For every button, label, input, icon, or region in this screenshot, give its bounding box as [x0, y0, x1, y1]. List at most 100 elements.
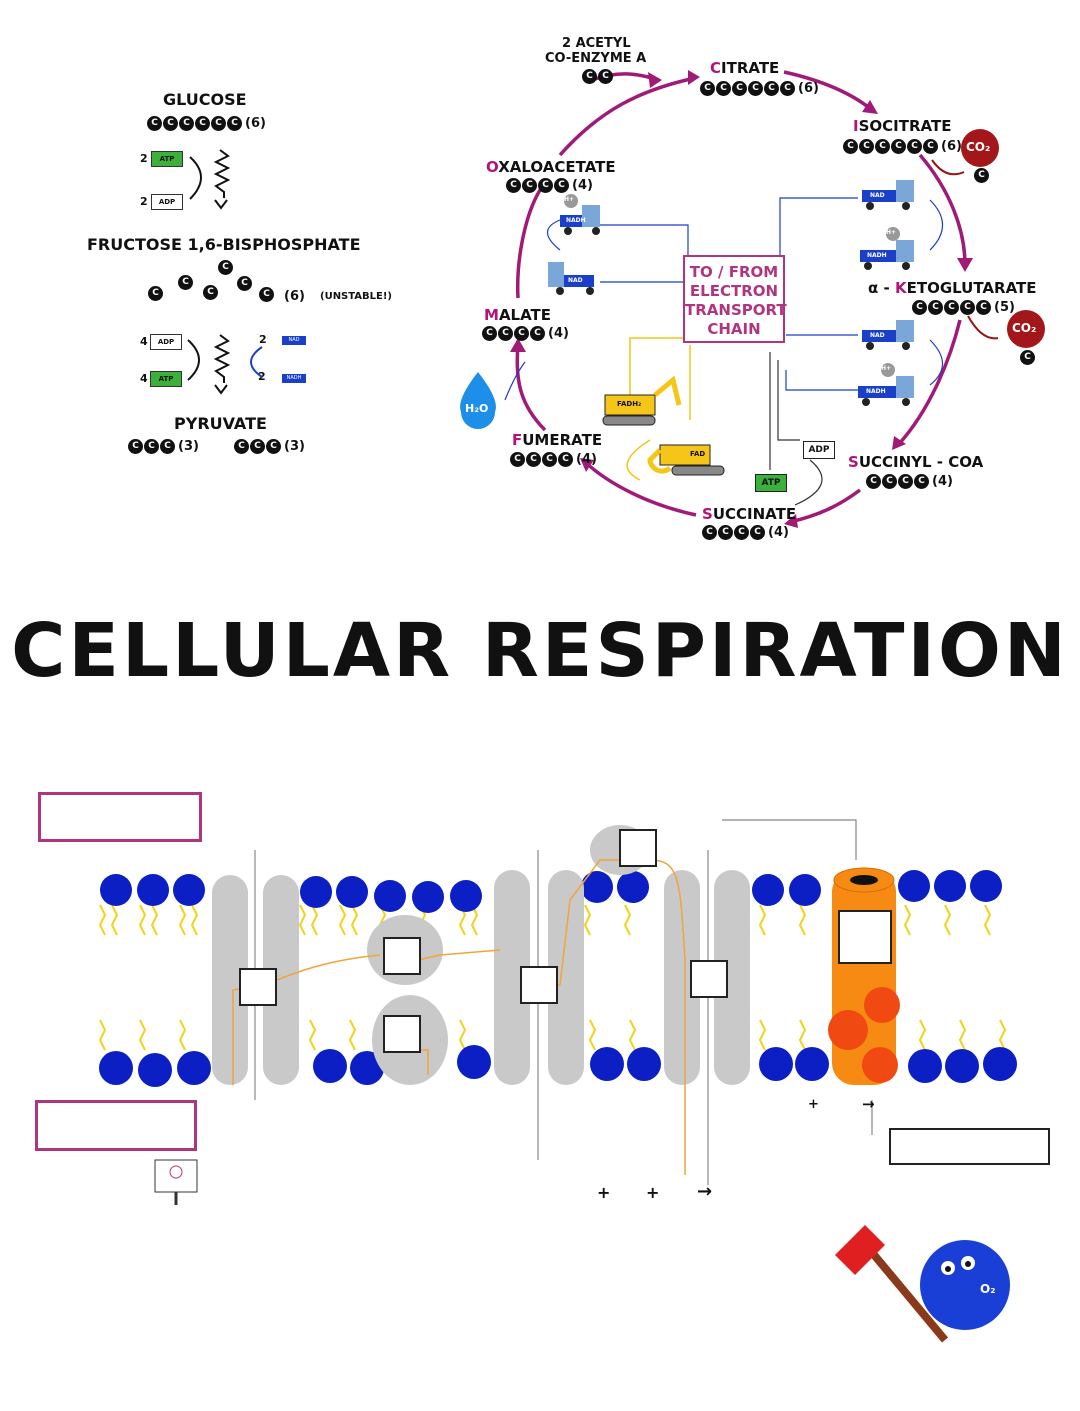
plunger-handle — [866, 1247, 949, 1343]
nadh-truck-icon: NADH — [282, 374, 306, 383]
pyruvate-count-b: (3) — [284, 439, 305, 454]
arrow-head — [214, 384, 228, 395]
answer-box-complex-two-bottom[interactable] — [383, 1015, 421, 1053]
plus-sign: + — [646, 1183, 660, 1202]
o2-label: O₂ — [980, 1282, 996, 1296]
page-title: CELLULAR RESPIRATION — [11, 608, 1069, 694]
oxygen-mascot — [920, 1240, 1010, 1330]
nadh-label: NADH — [566, 217, 586, 224]
nad-truck-icon — [862, 190, 896, 202]
arrow-head — [580, 458, 594, 472]
carbon-atom: C — [160, 439, 175, 454]
acetyl-label-line2: CO-ENZYME A — [545, 51, 647, 66]
carbon-atom: C — [178, 275, 193, 290]
glucose-count: (6) — [245, 116, 266, 131]
atp-out-count: 4 — [140, 372, 148, 385]
answer-box-atp-equation[interactable] — [889, 1128, 1050, 1165]
acetyl-label-line1: 2 ACETYL — [562, 36, 631, 51]
ketoglutarate-succinyl-arrow — [896, 319, 962, 447]
carbon-atom: C — [203, 285, 218, 300]
complex-one — [263, 875, 299, 1085]
reaction-arrow: → — [862, 1095, 875, 1113]
nad-route — [785, 370, 858, 391]
adp-route — [777, 360, 800, 441]
answer-box-atp-synthase[interactable] — [838, 910, 892, 964]
answer-box-complex-three[interactable] — [520, 966, 558, 1004]
adp-battery-icon: ADP — [150, 334, 182, 350]
nadh-label: NADH — [867, 252, 887, 259]
carbon-atom: C — [266, 439, 281, 454]
plus-sign: + — [808, 1097, 819, 1112]
fumerate-label: FUMERATE — [512, 431, 603, 449]
pyruvate-count-a: (3) — [178, 439, 199, 454]
bend-arrow — [187, 339, 200, 381]
malate-label: MALATE — [484, 306, 552, 324]
isocitrate-label: ISOCITRATE — [853, 117, 952, 135]
adp-in-count: 4 — [140, 335, 148, 348]
bend-arrow — [189, 156, 202, 200]
oxaloacetate-label: OXALOACETATE — [486, 158, 616, 176]
isocitrate-ketoglutarate-arrow — [918, 153, 967, 266]
answer-box-complex-four[interactable] — [690, 960, 728, 998]
carbon-atom: C — [179, 116, 194, 131]
atp-battery-icon: ATP — [755, 474, 787, 492]
answer-box-intermembrane[interactable] — [38, 792, 202, 842]
arrow-head — [862, 100, 878, 114]
bend-arrow — [929, 339, 944, 386]
atp-synthase-channel — [850, 875, 878, 885]
answer-box-complex-two-top[interactable] — [383, 937, 421, 975]
answer-box-matrix[interactable] — [35, 1100, 197, 1151]
fadh2-route — [629, 337, 684, 395]
co2-label: CO₂ — [1012, 321, 1037, 335]
succinyl-succinate-arrow — [789, 488, 862, 524]
atp-in-count: 2 — [140, 152, 148, 165]
fumerate-malate-arrow — [515, 344, 547, 432]
nad-in-count: 2 — [259, 333, 267, 346]
protein-complexes — [212, 825, 750, 1085]
nad-label: NAD — [568, 277, 583, 284]
water-drop-icon — [460, 372, 496, 429]
nad-route — [779, 197, 858, 270]
nadh-route — [600, 224, 689, 255]
carbon-atom: C — [211, 116, 226, 131]
released-carbon: C — [974, 168, 989, 183]
nadh-label: NADH — [866, 388, 886, 395]
nadh-truck-icon — [860, 250, 896, 262]
complex-four — [714, 870, 750, 1085]
carbon-atom: C — [250, 439, 265, 454]
atp-battery-icon: ATP — [150, 371, 182, 387]
answer-box-complex-one[interactable] — [239, 968, 277, 1006]
succinate-fumerate-arrow — [583, 460, 697, 517]
malate-oxaloacetate-arrow — [515, 189, 542, 299]
complex-four — [664, 870, 700, 1085]
nad-truck-icon: NAD — [282, 336, 306, 345]
carbon-atom: C — [234, 439, 249, 454]
bend-arrow — [929, 199, 944, 251]
carbon-atom: C — [148, 286, 163, 301]
answer-box-cytochrome[interactable] — [619, 829, 657, 867]
carbon-atom: C — [218, 260, 233, 275]
phospholipid-heads-bottom — [99, 1045, 1017, 1087]
released-carbon: C — [1020, 350, 1035, 365]
citrate-label: CITRATE — [710, 59, 780, 77]
arrow-head — [688, 70, 700, 85]
carbon-atom: C — [259, 287, 274, 302]
co2-label: CO₂ — [966, 140, 991, 154]
nadh-truck-icon — [858, 386, 896, 398]
adp-out-count: 2 — [140, 195, 148, 208]
carbon-atom: C — [128, 439, 143, 454]
atp-routes — [769, 352, 823, 506]
bend-arrow — [794, 459, 823, 506]
complex-one — [212, 875, 248, 1085]
